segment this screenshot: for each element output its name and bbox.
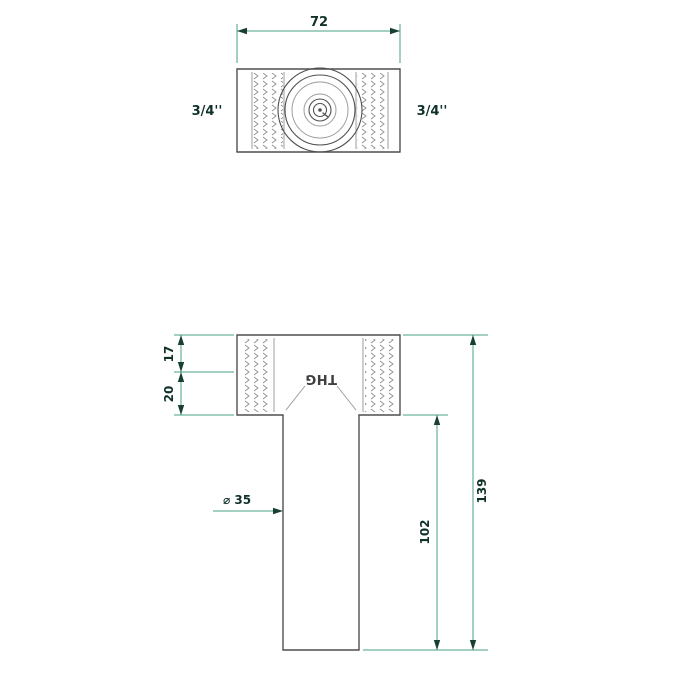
circle-outer	[277, 67, 363, 153]
circle-ring	[284, 74, 356, 146]
top-view: 72	[192, 15, 448, 153]
port-label-right: 3/4''	[417, 104, 448, 119]
dim-label-diameter: ⌀ 35	[223, 493, 251, 507]
dim-label-102: 102	[418, 519, 432, 544]
dim-label-20: 20	[162, 386, 176, 403]
concentric-circles	[277, 67, 363, 153]
thread-hatch-right	[365, 339, 396, 412]
circle-ring	[308, 98, 332, 122]
front-view: THG 17 20	[162, 334, 489, 651]
funnel-line-right	[336, 385, 357, 411]
front-body-outline	[236, 334, 401, 416]
dim-102: 102	[403, 414, 448, 650]
center-screw-glyph	[312, 102, 329, 118]
arrowhead-up	[177, 372, 185, 382]
dim-label-width: 72	[310, 15, 328, 30]
circle-ring	[303, 93, 337, 127]
arrowhead-down	[433, 640, 441, 650]
dim-label-139: 139	[475, 478, 489, 503]
thread-hatch-left	[241, 339, 272, 412]
arrowhead-left	[237, 27, 247, 35]
arrowhead-right	[273, 507, 283, 515]
funnel-line-left	[285, 385, 306, 411]
arrowhead-right	[390, 27, 400, 35]
dim-17-20: 17 20	[162, 334, 234, 416]
arrowhead-up	[469, 335, 477, 345]
arrowhead-down	[177, 362, 185, 372]
glyph-tail	[322, 112, 329, 118]
brand-logo: THG	[305, 371, 337, 386]
dim-139: 139	[363, 334, 489, 651]
arrowhead-up	[177, 335, 185, 345]
arrowhead-down	[469, 640, 477, 650]
arrowhead-down	[177, 405, 185, 415]
spout-outline	[282, 414, 360, 651]
dim-label-17: 17	[162, 346, 176, 363]
glyph-dot	[318, 108, 322, 112]
port-label-left: 3/4''	[192, 104, 223, 119]
glyph-circle	[312, 102, 328, 118]
dim-diameter-35: ⌀ 35	[213, 493, 283, 515]
circle-ring	[291, 81, 349, 139]
arrowhead-up	[433, 415, 441, 425]
dim-width-72: 72	[236, 15, 401, 63]
